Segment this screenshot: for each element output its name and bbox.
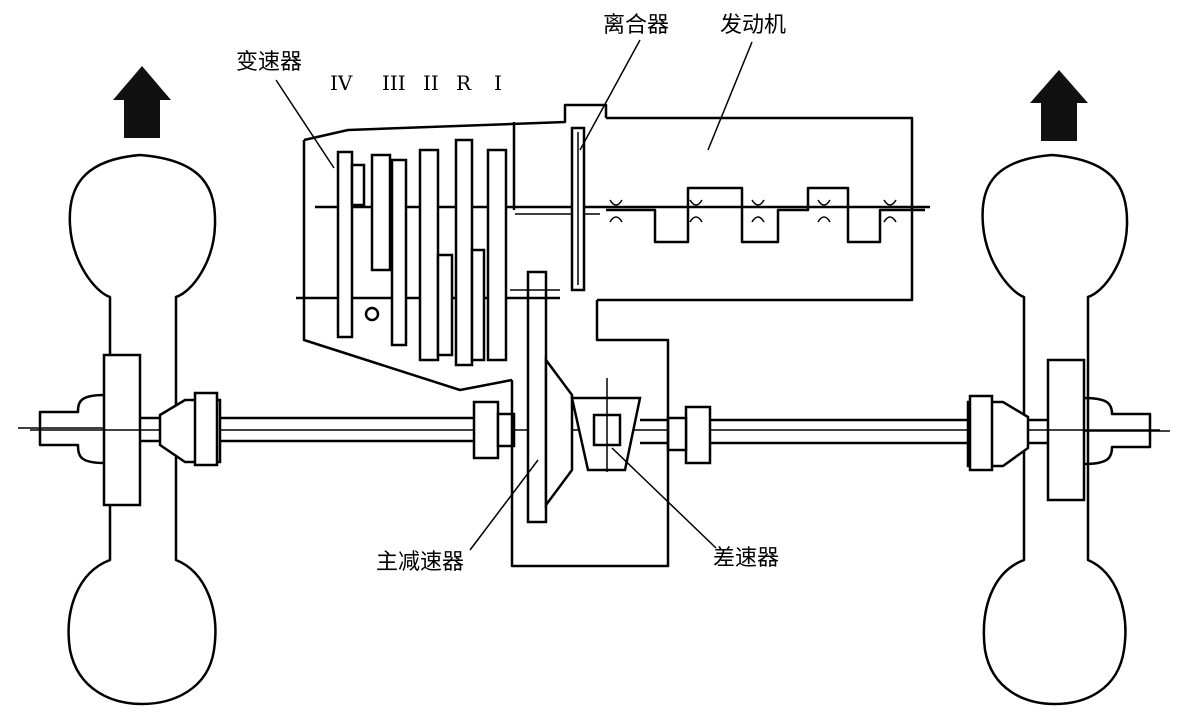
clutch-label: 离合器 <box>603 13 670 38</box>
left-outer-joint <box>158 391 222 467</box>
leader-lines <box>275 39 753 551</box>
right-inner-joint <box>666 405 712 465</box>
engine-label: 发动机 <box>720 13 787 38</box>
gear-label-r: R <box>456 71 472 95</box>
gear-ii <box>418 148 454 362</box>
final-drive-housing <box>510 300 670 568</box>
input-shaft <box>315 205 930 215</box>
gear-label-iv: IV <box>330 71 353 95</box>
right-forward-arrow-icon <box>1030 70 1088 141</box>
transmission-label: 变速器 <box>236 50 303 75</box>
gear-r <box>454 138 486 367</box>
differential-gear <box>570 378 642 472</box>
left-inner-joint <box>472 400 516 460</box>
left-forward-arrow-icon <box>113 66 171 138</box>
gear-i <box>486 148 508 362</box>
transmission-housing <box>302 103 608 392</box>
engine-crankshaft <box>606 186 925 244</box>
gear-iii <box>364 153 408 347</box>
gear-label-ii: II <box>423 71 439 95</box>
clutch <box>570 126 586 292</box>
differential-label: 差速器 <box>713 546 780 571</box>
main-reducer-gear <box>526 270 574 524</box>
gear-iv <box>336 150 366 339</box>
gear-label-i: I <box>494 71 502 95</box>
right-outer-joint <box>966 394 1030 472</box>
main-reducer-label: 主减速器 <box>376 550 465 575</box>
gear-label-iii: III <box>382 71 406 95</box>
